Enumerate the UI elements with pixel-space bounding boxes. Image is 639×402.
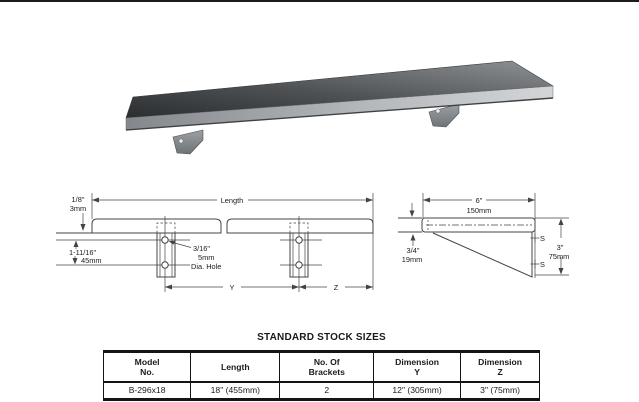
height-in-label: 3" <box>557 243 564 252</box>
height-mm-label: 75mm <box>549 252 570 261</box>
hole-dia-in-label: 3/16" <box>193 244 210 253</box>
left-bracket-hole <box>178 138 184 144</box>
table-row: B-296x18 18" (455mm) 2 12" (305mm) 3" (7… <box>103 382 540 400</box>
screw-marks: S S <box>530 233 545 269</box>
shelf-side-profile <box>421 217 536 233</box>
depth-in-label: 6" <box>476 196 483 205</box>
hole-diameter-callout: 3/16" 5mm Dia. Hole <box>168 240 221 271</box>
shelf-bottom-edge <box>125 97 554 131</box>
depth-dimension: 6" 150mm <box>422 193 536 278</box>
right-bracket-hole <box>435 108 441 114</box>
stock-sizes-title: STANDARD STOCK SIZES <box>257 332 386 343</box>
height-dimension: 3" 75mm <box>535 217 570 276</box>
cell-brackets: 2 <box>279 382 374 400</box>
hole-spacing-dimension: 1-11/16" 45mm <box>69 240 102 265</box>
dimension-z: Z <box>299 283 373 292</box>
screw-bottom-label: S <box>540 260 545 269</box>
thickness-in-label: 1/8" <box>72 195 85 204</box>
cell-dim-y: 12" (305mm) <box>373 382 462 400</box>
lip-dimension: 3/4" 19mm <box>402 203 423 264</box>
bracket2-front <box>289 222 309 278</box>
front-view-drawing: Length 1/8" 3mm 1-11/16" 45mm 3/16" 5mm … <box>56 193 374 292</box>
cell-model: B-296x18 <box>103 382 192 400</box>
cell-dim-z: 3" (75mm) <box>480 385 520 395</box>
bracket-side-profile <box>432 232 533 278</box>
thickness-dimension: 1/8" 3mm <box>70 195 86 231</box>
side-view-drawing: 6" 150mm S S 3/4" 19mm <box>398 193 570 278</box>
hole-dia-caption: Dia. Hole <box>191 262 221 271</box>
length-dimension: Length <box>91 193 374 290</box>
lip-in-label: 3/4" <box>407 246 420 255</box>
thickness-mm-label: 3mm <box>70 204 86 213</box>
shelf-profile-left-segment <box>91 218 222 234</box>
dimension-y: Y <box>165 283 299 292</box>
dim-z-label: Z <box>334 283 339 292</box>
lip-mm-label: 19mm <box>402 255 423 264</box>
screw-top-label: S <box>540 234 545 243</box>
hole-spacing-in-label: 1-11/16" <box>69 248 97 257</box>
shelf-profile-right-segment <box>226 218 374 234</box>
shelf-left-bracket <box>172 129 204 155</box>
depth-mm-label: 150mm <box>467 206 492 215</box>
hole-spacing-mm-label: 45mm <box>81 256 102 265</box>
col-header-length: Length <box>190 351 281 383</box>
product-photo <box>125 60 554 155</box>
dim-y-label: Y <box>230 283 235 292</box>
bracket1-front <box>156 222 176 278</box>
top-rule <box>0 0 639 2</box>
cell-length: 18" (455mm) <box>190 382 281 400</box>
hole-dia-mm-label: 5mm <box>198 253 214 262</box>
length-label: Length <box>221 196 244 205</box>
